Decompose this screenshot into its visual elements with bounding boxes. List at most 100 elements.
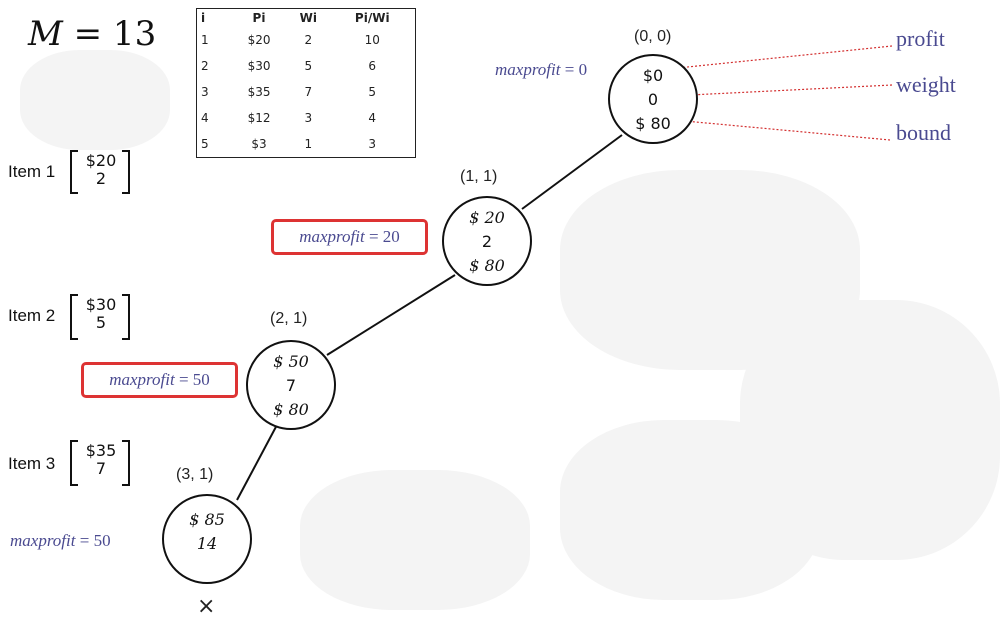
item-1-weight: 2 <box>95 169 107 188</box>
node-2-maxprofit-box: maxprofit = 50 <box>81 362 238 398</box>
node-profit: $ 85 <box>189 510 225 529</box>
item-2-weight: 5 <box>95 313 107 332</box>
item-3-label: Item 3 <box>8 454 56 473</box>
item-3-bracket-right <box>122 440 130 486</box>
item-1-bracket-left <box>70 150 78 194</box>
capacity-value: = 13 <box>73 14 157 54</box>
edge-2-3 <box>236 422 279 501</box>
item-1-bracket-right <box>122 150 130 194</box>
tree-node-0: $0 0 $ 80 <box>608 54 698 144</box>
maxprofit-value: = 50 <box>178 370 210 389</box>
node-weight: 2 <box>481 232 493 251</box>
weight-arrow <box>668 84 893 101</box>
maxprofit-value: = 0 <box>564 60 588 79</box>
maxprofit-word: maxprofit <box>495 60 561 79</box>
bound-arrow <box>672 115 891 141</box>
maxprofit-word: maxprofit <box>299 227 365 246</box>
node-1-maxprofit-box: maxprofit = 20 <box>271 219 428 255</box>
item-2-profit: $30 <box>85 295 117 314</box>
item-3-profit: $35 <box>85 441 117 460</box>
tree-node-1: $ 20 2 $ 80 <box>442 196 532 286</box>
node-profit: $ 20 <box>469 208 505 227</box>
item-3-weight: 7 <box>95 459 107 478</box>
header-i: i <box>201 11 206 25</box>
node-bound: $ 80 <box>469 256 505 275</box>
node-1-coord: (1, 1) <box>460 168 498 185</box>
cell-i: 4 <box>201 111 209 125</box>
annotation-weight: weight <box>896 72 956 97</box>
cell-pi: $20 <box>247 33 271 47</box>
cell-wi: 5 <box>304 59 313 73</box>
table-header-row: i Pi Wi Pi/Wi <box>197 9 416 28</box>
node-bound: $ 80 <box>273 400 309 419</box>
header-ratio: Pi/Wi <box>354 11 390 25</box>
item-2-bracket-right <box>122 294 130 340</box>
cell-wi: 1 <box>304 137 313 151</box>
edge-1-2 <box>326 274 456 356</box>
table-row: 3 $35 7 5 <box>197 79 416 105</box>
cell-wi: 7 <box>304 85 313 99</box>
cell-ratio: 6 <box>368 59 377 73</box>
node-profit: $ 50 <box>273 352 309 371</box>
tree-node-2: $ 50 7 $ 80 <box>246 340 336 430</box>
cell-i: 3 <box>201 85 209 99</box>
node-weight: 0 <box>647 90 659 109</box>
maxprofit-value: = 50 <box>79 531 111 550</box>
node-0-maxprofit: maxprofit = 0 <box>495 60 587 80</box>
cell-ratio: 5 <box>368 85 377 99</box>
items-table: i Pi Wi Pi/Wi 1 $20 2 10 2 $30 5 6 3 $35 <box>196 8 416 158</box>
capacity-symbol: M <box>28 14 63 54</box>
tree-node-3: $ 85 14 <box>162 494 252 584</box>
cell-i: 5 <box>201 137 209 151</box>
cell-ratio: 4 <box>368 111 377 125</box>
item-2-label: Item 2 <box>8 306 56 325</box>
header-pi: Pi <box>252 11 266 25</box>
node-2-coord: (2, 1) <box>270 310 308 327</box>
node-3-maxprofit: maxprofit = 50 <box>10 531 111 551</box>
cell-pi: $3 <box>251 137 267 151</box>
maxprofit-value: = 20 <box>368 227 400 246</box>
node-2-maxprofit: maxprofit = 50 <box>109 370 210 390</box>
background-shape <box>300 470 530 610</box>
item-2-bracket-left <box>70 294 78 340</box>
annotation-bound: bound <box>896 120 951 145</box>
item-3-bracket-left <box>70 440 78 486</box>
item-1-profit: $20 <box>85 151 117 170</box>
background-shape <box>20 50 170 150</box>
cell-pi: $12 <box>247 111 271 125</box>
item-3-vector: $35 7 <box>80 442 122 478</box>
maxprofit-word: maxprofit <box>10 531 76 550</box>
cell-wi: 3 <box>304 111 313 125</box>
node-profit: $0 <box>642 66 664 85</box>
background-shape <box>560 420 820 600</box>
header-wi: Wi <box>299 11 317 25</box>
maxprofit-word: maxprofit <box>109 370 175 389</box>
item-2-vector: $30 5 <box>80 296 122 332</box>
table-row: 2 $30 5 6 <box>197 53 416 79</box>
capacity-label: M = 13 <box>28 14 156 54</box>
cell-ratio: 10 <box>364 33 380 47</box>
pruned-cross-icon: × <box>197 594 216 619</box>
cell-ratio: 3 <box>368 137 377 151</box>
item-1-label: Item 1 <box>8 162 56 181</box>
node-weight: 14 <box>196 534 218 553</box>
profit-arrow <box>666 45 893 73</box>
cell-wi: 2 <box>304 33 313 47</box>
node-weight: 7 <box>285 376 297 395</box>
cell-i: 1 <box>201 33 209 47</box>
node-0-coord: (0, 0) <box>634 28 672 45</box>
node-bound: $ 80 <box>635 114 671 133</box>
cell-pi: $30 <box>247 59 271 73</box>
node-3-coord: (3, 1) <box>176 466 214 483</box>
table-row: 1 $20 2 10 <box>197 27 416 53</box>
cell-pi: $35 <box>247 85 271 99</box>
item-1-vector: $20 2 <box>80 152 122 188</box>
cell-i: 2 <box>201 59 209 73</box>
node-1-maxprofit: maxprofit = 20 <box>299 227 400 247</box>
annotation-profit: profit <box>896 26 945 51</box>
edge-0-1 <box>521 134 623 210</box>
table-row: 5 $3 1 3 <box>197 131 416 158</box>
table-row: 4 $12 3 4 <box>197 105 416 131</box>
